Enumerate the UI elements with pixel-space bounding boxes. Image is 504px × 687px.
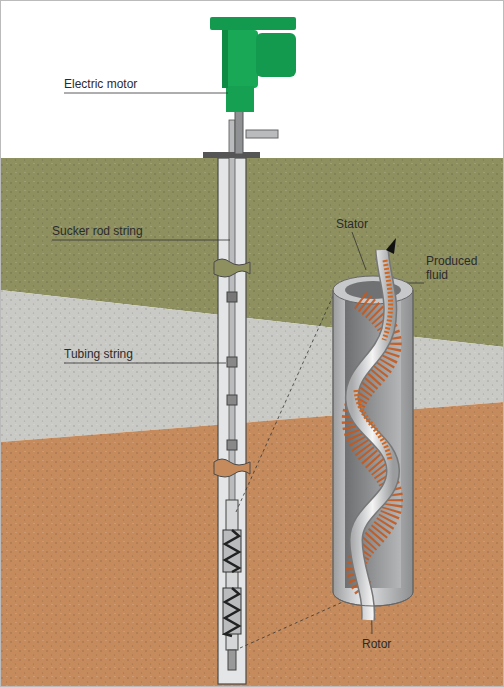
leader-lines bbox=[52, 93, 424, 634]
part-label: Rotor bbox=[362, 637, 422, 651]
electric-motor bbox=[210, 17, 296, 154]
pump-inset bbox=[333, 238, 413, 620]
part-label: Produced fluid bbox=[426, 254, 482, 282]
part-label: Stator bbox=[336, 217, 396, 231]
part-label: Sucker rod string bbox=[52, 224, 192, 238]
part-label: Electric motor bbox=[64, 77, 184, 91]
part-label: Tubing string bbox=[64, 347, 184, 361]
well bbox=[203, 120, 260, 684]
texture bbox=[0, 158, 504, 687]
